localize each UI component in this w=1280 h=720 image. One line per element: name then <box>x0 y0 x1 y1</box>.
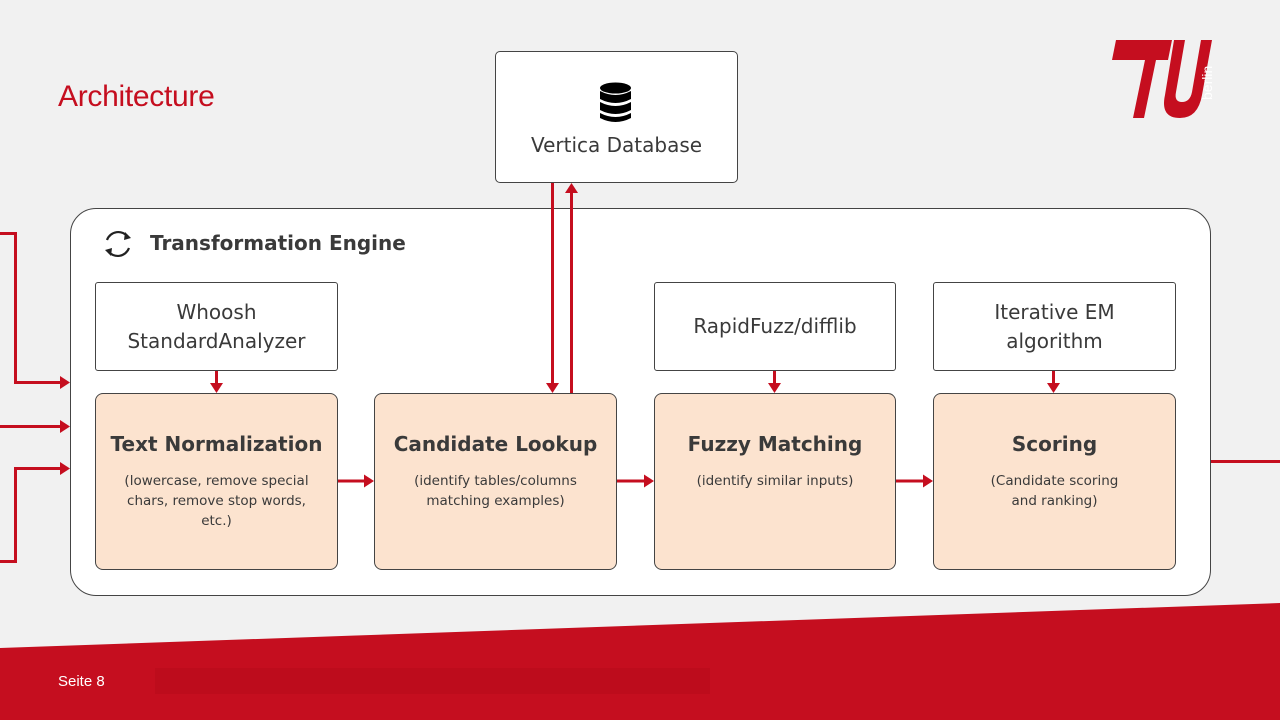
stage-title: Fuzzy Matching <box>687 432 863 456</box>
stage-description: (Candidate scoring and ranking) <box>990 473 1119 509</box>
arrow-lookup-to-fuzzy-line <box>617 479 646 483</box>
stage-description: (identify tables/columns matching exampl… <box>414 473 577 509</box>
stage-title: Scoring <box>1011 432 1098 456</box>
arrow-lookup-to-db-line <box>570 191 573 393</box>
input-arrow-top <box>60 376 70 389</box>
library-em-algorithm: Iterative EM algorithm <box>933 282 1176 371</box>
input-wire-top-v <box>14 232 17 384</box>
stage-description: (lowercase, remove special chars, remove… <box>124 473 309 529</box>
library-label: Iterative EM algorithm <box>994 299 1115 353</box>
library-whoosh: Whoosh StandardAnalyzer <box>95 282 338 371</box>
output-wire <box>1211 460 1280 463</box>
input-wire-bottom-h <box>0 560 17 563</box>
input-wire-bottom-in <box>14 467 62 470</box>
input-wire-bottom-v <box>14 467 17 563</box>
database-icon <box>600 82 631 122</box>
page-title: Architecture <box>58 80 215 113</box>
input-wire-top-in <box>14 381 62 384</box>
input-wire-mid <box>0 425 62 428</box>
arrow-lookup-to-fuzzy-head <box>644 474 654 488</box>
arrow-whoosh-head <box>210 383 223 393</box>
arrow-db-to-lookup-line <box>551 183 554 385</box>
stage-scoring: Scoring (Candidate scoring and ranking) <box>933 393 1176 570</box>
stage-fuzzy-matching: Fuzzy Matching (identify similar inputs) <box>654 393 896 570</box>
refresh-icon <box>105 230 131 258</box>
stage-title: Text Normalization <box>110 432 323 456</box>
library-rapidfuzz: RapidFuzz/difflib <box>654 282 896 371</box>
stage-description: (identify similar inputs) <box>696 473 854 489</box>
arrow-em-line <box>1052 371 1055 385</box>
arrow-lookup-to-db-head <box>565 183 578 193</box>
arrow-fuzzy-to-scoring-head <box>923 474 933 488</box>
arrow-rapidfuzz-head <box>768 383 781 393</box>
arrow-whoosh-line <box>215 371 218 385</box>
library-label: Whoosh StandardAnalyzer <box>127 299 306 353</box>
database-label: Vertica Database <box>530 133 703 157</box>
stage-title: Candidate Lookup <box>393 432 598 456</box>
arrow-norm-to-lookup-head <box>364 474 374 488</box>
stage-text-normalization: Text Normalization (lowercase, remove sp… <box>95 393 338 570</box>
arrow-rapidfuzz-line <box>773 371 776 385</box>
page-number: Seite 8 <box>58 673 105 690</box>
input-arrow-bottom <box>60 462 70 475</box>
arrow-fuzzy-to-scoring-line <box>896 479 925 483</box>
arrow-norm-to-lookup-line <box>338 479 366 483</box>
stage-candidate-lookup: Candidate Lookup (identify tables/column… <box>374 393 617 570</box>
tu-berlin-logo: berlin <box>1112 40 1215 118</box>
logo-text: berlin <box>1199 66 1215 100</box>
arrow-db-to-lookup-head <box>546 383 559 393</box>
arrow-em-head <box>1047 383 1060 393</box>
input-arrow-mid <box>60 420 70 433</box>
footer-bar <box>155 668 710 694</box>
engine-title: Transformation Engine <box>150 231 406 255</box>
input-wire-top-h <box>0 232 17 235</box>
library-label: RapidFuzz/difflib <box>693 314 857 338</box>
